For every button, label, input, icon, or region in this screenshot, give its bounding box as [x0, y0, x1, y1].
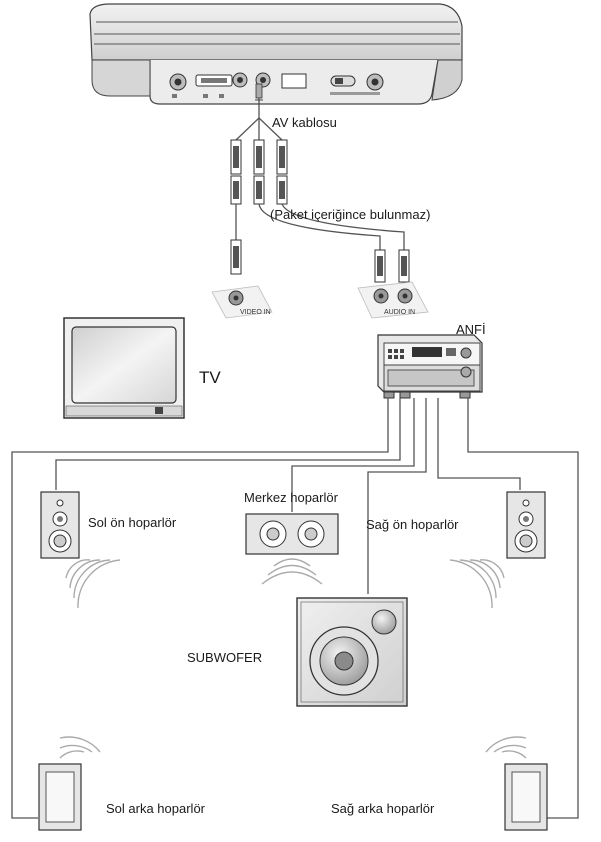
av-cable-plugs [230, 139, 288, 205]
left-front-label: Sol ön hoparlör [88, 515, 177, 530]
left-rear-label: Sol arka hoparlör [106, 801, 206, 816]
right-front-speaker [506, 491, 546, 559]
speaker-wires [11, 398, 579, 819]
right-front-waves [449, 559, 505, 609]
not-supplied-note: (Paket içeriğince bulunmaz) [270, 207, 430, 222]
center-speaker [245, 513, 339, 555]
center-waves [261, 558, 323, 585]
av-cable [230, 83, 410, 283]
amplifier [377, 334, 483, 399]
right-rear-waves [485, 736, 527, 759]
dvd-player [89, 3, 463, 105]
subwoofer [296, 597, 408, 707]
right-rear-speaker [504, 763, 548, 831]
video-in-label: VIDEO IN [240, 309, 271, 316]
audio-in-label: AUDIO IN [384, 309, 415, 316]
left-front-speaker [40, 491, 80, 559]
tv-label: TV [199, 368, 221, 387]
video-in-panel: VIDEO IN [211, 285, 273, 319]
right-front-label: Sağ ön hoparlör [366, 517, 459, 532]
tv [63, 317, 185, 419]
amplifier-label: ANFİ [456, 322, 486, 337]
left-front-waves [65, 559, 121, 609]
right-rear-label: Sağ arka hoparlör [331, 801, 435, 816]
av-cable-label: AV kablosu [272, 115, 337, 130]
left-rear-speaker [38, 763, 82, 831]
subwoofer-label: SUBWOFER [187, 650, 262, 665]
audio-in-panel: AUDIO IN [357, 281, 429, 319]
left-rear-waves [59, 736, 101, 759]
center-label: Merkez hoparlör [244, 490, 339, 505]
